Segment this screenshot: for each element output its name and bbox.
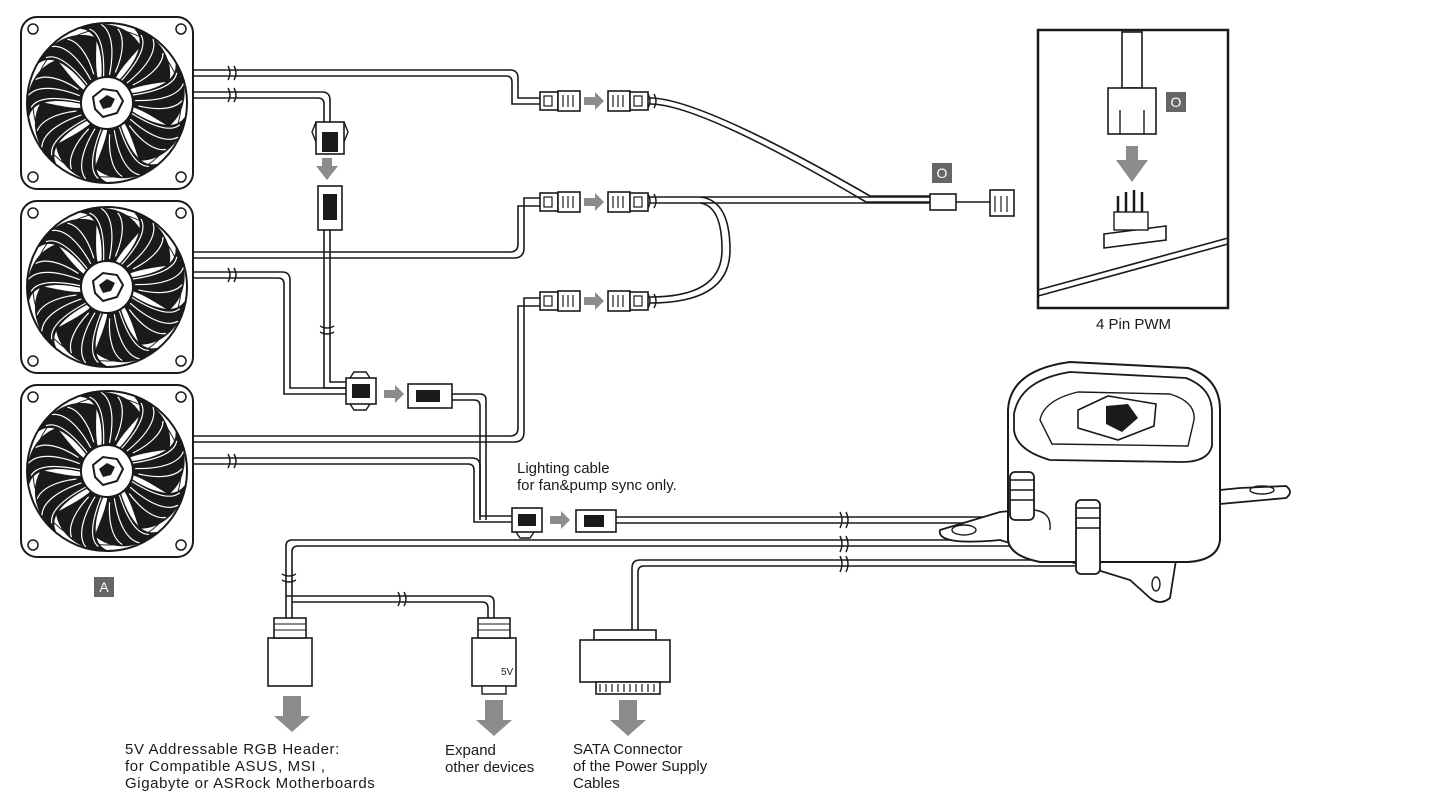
sata-label-line1: SATA Connector [573, 741, 683, 758]
argb-connector-fan2-top [317, 185, 343, 231]
pwm-header-plug [929, 189, 1015, 217]
connector-badge-detail: O [1166, 92, 1186, 112]
pump [939, 360, 1291, 603]
pwm-connector-fan1 [539, 90, 581, 112]
lighting-arrow [550, 511, 570, 529]
rgb-header-label-line3: Gigabyte or ASRock Motherboards [125, 775, 376, 792]
pwm-splitter-end-3 [607, 290, 649, 312]
pwm-splitter-end-2 [607, 191, 649, 213]
down-arrow-expand [476, 700, 512, 736]
cables [192, 69, 1080, 630]
pwm-arrow-3 [584, 292, 604, 310]
rgb-header-label-line1: 5V Addressable RGB Header: [125, 741, 340, 758]
lighting-label-line2: for fan&pump sync only. [517, 477, 677, 494]
pwm-arrow-1 [584, 92, 604, 110]
rgb-header-label-line2: for Compatible ASUS, MSI , [125, 758, 326, 775]
pwm-splitter-end-1 [607, 90, 649, 112]
sata-label-line2: of the Power Supply [573, 758, 708, 775]
down-arrow-rgb [274, 696, 310, 732]
fan-middle [12, 190, 203, 378]
fan-top [12, 6, 203, 194]
lighting-connector-female [575, 509, 617, 533]
argb-connector-chain-male [345, 371, 377, 411]
argb-connector-chain-female [407, 383, 453, 409]
down-arrow-sata [610, 700, 646, 736]
argb-expand-plug [471, 617, 517, 695]
expand-label-line2: other devices [445, 759, 535, 776]
lighting-label-line1: Lighting cable [517, 460, 610, 477]
pwm-arrow-2 [584, 193, 604, 211]
pwm-detail-inset [1036, 28, 1230, 310]
sata-label-line3: Cables [573, 775, 620, 792]
lighting-connector-male [511, 507, 543, 539]
voltage-mark: 5V [501, 667, 514, 678]
pwm-caption: 4 Pin PWM [1096, 316, 1172, 333]
sata-connector [579, 629, 671, 695]
cable-break-marks [227, 65, 849, 607]
argb-connector-fan1 [311, 121, 349, 155]
fan-bottom [12, 374, 203, 562]
argb-down-arrow [316, 158, 338, 180]
pwm-connector-fan3 [539, 290, 581, 312]
fan-badge: A [94, 577, 114, 597]
expand-label-line1: Expand [445, 742, 496, 759]
connector-badge-main: O [932, 163, 952, 183]
argb-header-plug [267, 617, 313, 687]
pwm-connector-fan2 [539, 191, 581, 213]
argb-chain-arrow [384, 385, 404, 403]
